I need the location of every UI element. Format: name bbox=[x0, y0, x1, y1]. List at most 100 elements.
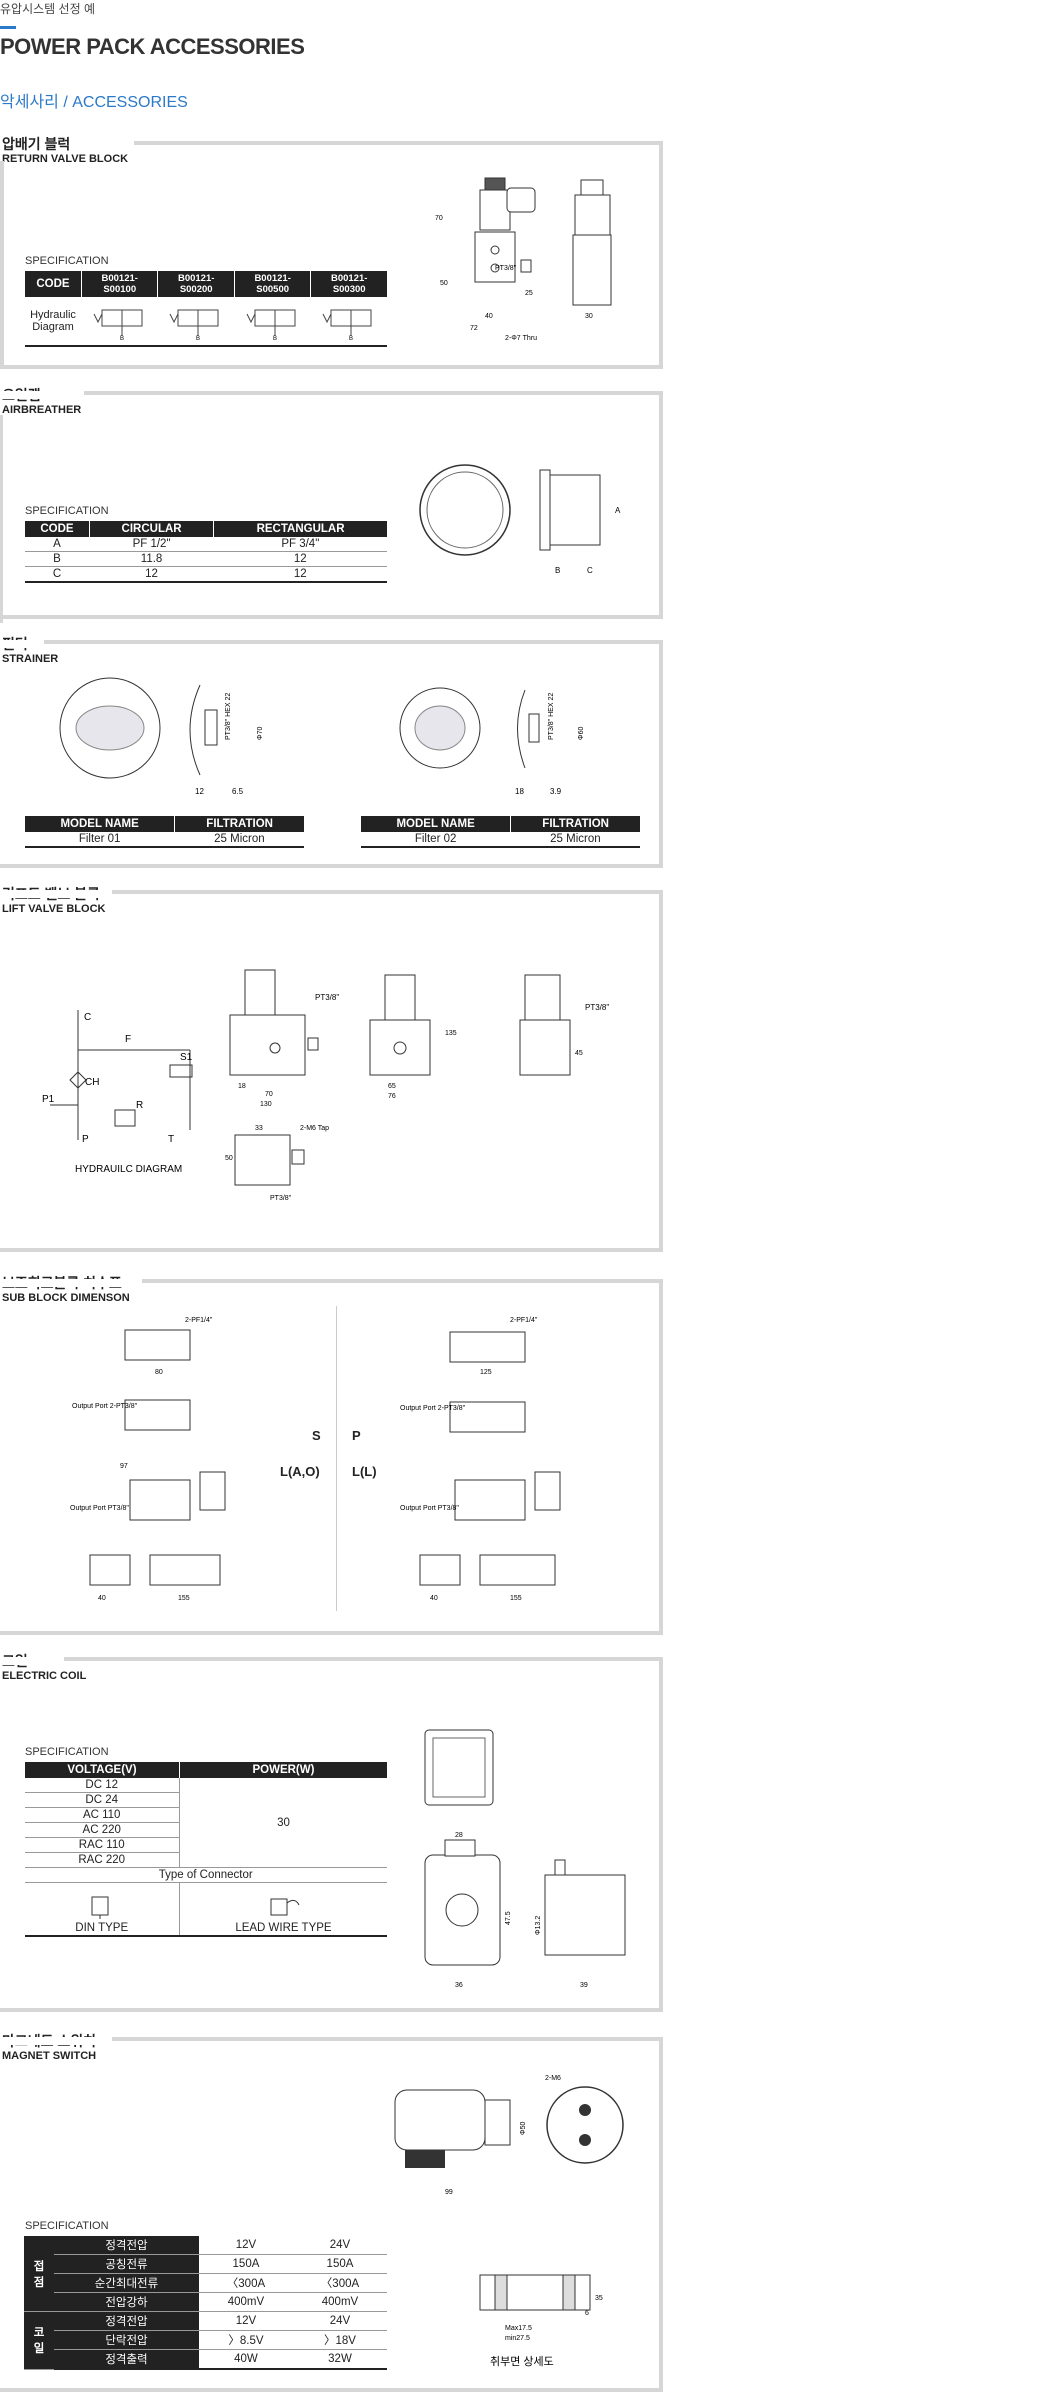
hydraulic-symbol: B bbox=[234, 297, 311, 347]
col-header: CIRCULAR bbox=[88, 521, 214, 537]
table-cell: 25 Micron bbox=[174, 832, 304, 848]
table-cell: RAC 110 bbox=[24, 1837, 180, 1853]
row-label: 공칭전류 bbox=[54, 2254, 199, 2274]
row-label: 단락전압 bbox=[54, 2330, 199, 2350]
svg-text:B: B bbox=[273, 336, 277, 340]
dim-label: 45 bbox=[575, 1050, 583, 1057]
table-cell: 24V bbox=[292, 2236, 387, 2255]
power-cell: 30 bbox=[178, 1778, 387, 1868]
lift-valve-hydraulic-diagram: C F CH S1 P1 R P T HYDRAUILC DIAGRAM bbox=[42, 1010, 193, 1175]
sub-block-section bbox=[0, 1279, 663, 1635]
dim-label: PT3/8" bbox=[495, 265, 517, 272]
table-cell: DC 12 bbox=[24, 1778, 180, 1793]
table-cell: C bbox=[24, 566, 90, 583]
sub-block-label: P bbox=[352, 1428, 361, 1443]
table-cell: 32W bbox=[292, 2349, 387, 2370]
din-connector-icon bbox=[91, 1896, 109, 1919]
filter02-drawing: PT3/8" HEX 22 Φ60 18 3.9 bbox=[399, 687, 585, 796]
svg-text:B: B bbox=[349, 336, 353, 340]
dim-label: 39 bbox=[580, 1982, 588, 1989]
dim-label: 70 bbox=[435, 215, 443, 222]
table-cell: 12 bbox=[213, 551, 387, 567]
dim-label: C bbox=[587, 566, 593, 575]
row-label: 전압강하 bbox=[54, 2292, 199, 2312]
hydraulic-symbol: B bbox=[81, 297, 158, 347]
sub-block-label: L(A,O) bbox=[280, 1464, 320, 1479]
dim-label: Max17.5 bbox=[505, 2325, 532, 2332]
dim-label: 155 bbox=[178, 1595, 190, 1602]
table-cell: 12V bbox=[198, 2236, 293, 2255]
row-label: Hydraulic Diagram bbox=[24, 297, 82, 347]
diagram-label: S1 bbox=[180, 1052, 193, 1063]
table-cell: AC 220 bbox=[24, 1822, 180, 1838]
dim-label: PT3/8" bbox=[270, 1195, 292, 1202]
dim-label: 36 bbox=[455, 1982, 463, 1989]
code-cell: B00121-S00500 bbox=[233, 271, 311, 297]
magnet-switch-drawing: 2-M6 Φ50 99 bbox=[394, 2075, 624, 2196]
spec-label: SPECIFICATION bbox=[25, 255, 109, 267]
dim-label: 50 bbox=[225, 1155, 233, 1162]
dim-label: 135 bbox=[445, 1030, 457, 1037]
col-header: RECTANGULAR bbox=[213, 521, 387, 537]
col-header: FILTRATION bbox=[174, 816, 304, 832]
diagram-label: P bbox=[82, 1134, 89, 1145]
dim-label: 33 bbox=[255, 1125, 263, 1132]
table-cell: AC 110 bbox=[24, 1807, 180, 1823]
diagram-label: P1 bbox=[42, 1094, 55, 1105]
lead-wire-icon bbox=[270, 1898, 300, 1916]
hydraulic-symbol: B bbox=[310, 297, 387, 347]
spec-label: SPECIFICATION bbox=[25, 2220, 109, 2232]
sub-block-label: L(L) bbox=[352, 1464, 377, 1479]
dim-label: A bbox=[615, 506, 621, 515]
svg-text:B: B bbox=[196, 336, 200, 340]
return-valve-section bbox=[0, 141, 663, 369]
table-cell: DC 24 bbox=[24, 1792, 180, 1808]
diagram-label: C bbox=[84, 1012, 91, 1023]
diagram-label: T bbox=[168, 1134, 174, 1145]
table-cell: PF 1/2" bbox=[89, 537, 214, 552]
section-title-en: RETURN VALVE BLOCK bbox=[2, 153, 129, 165]
diagram-label: F bbox=[125, 1034, 131, 1045]
dim-label: Output Port PT3/8" bbox=[400, 1505, 459, 1512]
section-title-en: SUB BLOCK DIMENSON bbox=[2, 1292, 130, 1304]
col-header: FILTRATION bbox=[510, 816, 640, 832]
col-header: POWER(W) bbox=[178, 1762, 387, 1778]
dim-label: PT3/8" bbox=[585, 1003, 609, 1012]
airbreather-drawing: A B C bbox=[419, 464, 621, 575]
connector-lead-wire: LEAD WIRE TYPE bbox=[178, 1882, 387, 1937]
dim-label: 40 bbox=[98, 1595, 106, 1602]
table-cell: 11.8 bbox=[89, 551, 214, 567]
breadcrumb: 유압시스템 선정 예 bbox=[0, 2, 95, 16]
row-label: 정격전압 bbox=[54, 2311, 199, 2331]
return-valve-spec-table: CODE B00121-S00100 B00121-S00200 B00121-… bbox=[24, 271, 387, 347]
section-title-en: MAGNET SWITCH bbox=[2, 2050, 97, 2062]
spec-label: SPECIFICATION bbox=[25, 505, 109, 517]
table-cell: 〉18V bbox=[292, 2330, 387, 2350]
table-cell: 40W bbox=[198, 2349, 293, 2370]
airbreather-section bbox=[0, 391, 663, 623]
dim-label: Φ50 bbox=[520, 2122, 527, 2135]
dim-label: 2-M6 Tap bbox=[300, 1125, 329, 1132]
table-cell: B bbox=[24, 551, 90, 567]
table-cell: Filter 02 bbox=[360, 832, 511, 848]
dim-label: Output Port PT3/8" bbox=[70, 1505, 129, 1512]
table-cell: 400mV bbox=[198, 2292, 293, 2312]
table-cell: 〈300A bbox=[292, 2273, 387, 2293]
row-label: 정격전압 bbox=[54, 2236, 199, 2255]
table-cell: 25 Micron bbox=[510, 832, 640, 848]
page-title: POWER PACK ACCESSORIES bbox=[0, 34, 305, 59]
dim-label: 18 bbox=[238, 1083, 246, 1090]
dim-label: 2-PF1/4" bbox=[185, 1317, 213, 1324]
mounting-detail-drawing: 35 6 Max17.5 min27.5 취부면 상세도 bbox=[479, 2274, 603, 2368]
col-header: MODEL NAME bbox=[23, 816, 175, 832]
dim-label: Φ70 bbox=[257, 727, 264, 740]
dim-label: min27.5 bbox=[505, 2335, 530, 2342]
col-header: CODE bbox=[24, 521, 90, 537]
dim-label: 28 bbox=[455, 1832, 463, 1839]
code-cell: B00121-S00100 bbox=[80, 271, 158, 297]
lift-valve-drawings: PT3/8" 18 70 130 135 65 76 PT3/8" 45 2-M… bbox=[225, 969, 609, 1202]
group-label: 코 일 bbox=[24, 2311, 54, 2370]
